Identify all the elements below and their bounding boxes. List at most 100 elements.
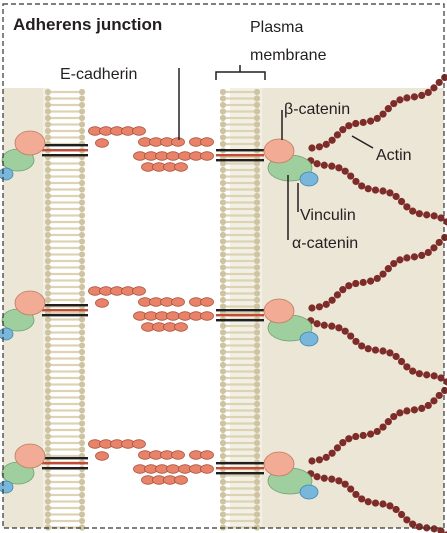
lipid-head bbox=[44, 348, 52, 356]
lipid-head bbox=[219, 231, 227, 239]
lipid-head bbox=[253, 121, 261, 128]
actin-bead bbox=[333, 291, 342, 299]
lipid-head bbox=[219, 511, 227, 518]
actin-bead bbox=[403, 407, 411, 415]
lipid-head bbox=[253, 101, 261, 109]
actin-bead bbox=[371, 499, 380, 507]
beta-catenin-label: β-catenin bbox=[284, 101, 350, 118]
lipid-head bbox=[78, 231, 86, 239]
actin-bead bbox=[308, 144, 316, 152]
actin-bead bbox=[386, 189, 394, 197]
lipid-head bbox=[44, 108, 52, 115]
e-cadherin-ectodomains bbox=[88, 439, 214, 485]
actin-bead bbox=[364, 185, 372, 193]
lipid-head bbox=[253, 192, 261, 200]
cadherin-domain bbox=[171, 297, 185, 307]
lipid-head bbox=[44, 387, 52, 395]
cadherin-transmembrane-strand bbox=[42, 309, 88, 312]
lipid-head bbox=[219, 134, 227, 141]
lipid-head bbox=[219, 95, 227, 102]
lipid-head bbox=[253, 95, 261, 102]
lipid-head bbox=[253, 186, 261, 193]
lipid-head bbox=[78, 335, 86, 343]
lipid-head bbox=[219, 251, 227, 258]
lipid-head bbox=[78, 212, 86, 219]
lipid-head bbox=[44, 179, 52, 187]
lipid-head bbox=[44, 270, 52, 278]
lipid-head bbox=[78, 413, 86, 421]
lipid-head bbox=[44, 426, 52, 434]
lipid-head bbox=[219, 485, 227, 492]
lipid-head bbox=[44, 394, 52, 401]
left-plasma-membrane bbox=[43, 88, 87, 531]
actin-bead bbox=[322, 300, 330, 308]
actin-bead bbox=[403, 203, 411, 211]
cadherin-transmembrane-strand bbox=[42, 467, 88, 470]
lipid-head bbox=[253, 140, 261, 148]
lipid-head bbox=[44, 251, 52, 258]
lipid-head bbox=[219, 439, 227, 447]
cadherin-domain bbox=[174, 322, 188, 332]
e-cadherin-ectodomains bbox=[88, 286, 214, 332]
beta-catenin bbox=[263, 138, 295, 164]
actin-bead bbox=[345, 282, 353, 290]
actin-bead bbox=[371, 186, 380, 194]
cadherin-transmembrane-strand bbox=[42, 304, 88, 307]
vinculin bbox=[0, 327, 14, 341]
lipid-head bbox=[44, 166, 52, 174]
actin-bead bbox=[366, 430, 375, 438]
lipid-head bbox=[253, 348, 261, 356]
actin-bead bbox=[386, 349, 394, 357]
lipid-head bbox=[44, 413, 52, 421]
lipid-head bbox=[219, 173, 227, 180]
lipid-head bbox=[253, 498, 261, 505]
cadherin-transmembrane-strand bbox=[42, 144, 88, 147]
lipid-head bbox=[44, 186, 52, 193]
actin-bead bbox=[410, 253, 419, 261]
actin-bead bbox=[409, 367, 417, 375]
actin-bead bbox=[347, 485, 355, 493]
lipid-head bbox=[219, 101, 227, 109]
actin-bead bbox=[313, 473, 321, 481]
actin-bead bbox=[352, 119, 360, 128]
lipid-head bbox=[44, 498, 52, 505]
lipid-head bbox=[253, 511, 261, 518]
actin-bead bbox=[430, 372, 438, 380]
lipid-head bbox=[219, 88, 227, 96]
actin-bead bbox=[315, 456, 324, 464]
vinculin bbox=[299, 331, 319, 347]
lipid-head bbox=[219, 186, 227, 193]
lipid-head bbox=[44, 439, 52, 447]
actin-bead bbox=[379, 347, 387, 355]
actin-bead bbox=[430, 212, 438, 220]
lipid-head bbox=[44, 316, 52, 323]
lipid-head bbox=[219, 517, 227, 525]
lipid-head bbox=[78, 290, 86, 297]
actin-bead bbox=[403, 363, 411, 371]
lipid-head bbox=[44, 485, 52, 492]
lipid-head bbox=[219, 212, 227, 219]
cadherin-domain bbox=[166, 464, 180, 474]
lipid-head bbox=[219, 277, 227, 284]
lipid-head bbox=[78, 517, 86, 525]
lipid-head bbox=[44, 335, 52, 343]
lipid-head bbox=[44, 491, 52, 499]
actin-bead bbox=[384, 105, 392, 113]
lipid-head bbox=[44, 504, 52, 512]
lipid-head bbox=[44, 322, 52, 330]
lipid-head bbox=[253, 264, 261, 271]
actin-bead bbox=[418, 251, 426, 260]
actin-bead bbox=[320, 161, 328, 169]
lipid-head bbox=[253, 439, 261, 447]
lipid-head bbox=[219, 290, 227, 297]
lipid-head bbox=[219, 478, 227, 486]
lipid-head bbox=[78, 329, 86, 336]
lipid-head bbox=[78, 400, 86, 408]
actin-bead bbox=[403, 254, 411, 262]
lipid-head bbox=[253, 329, 261, 336]
lipid-head bbox=[78, 277, 86, 284]
junction-1 bbox=[0, 73, 447, 226]
actin-bead bbox=[341, 480, 349, 488]
lipid-head bbox=[253, 296, 261, 304]
lipid-head bbox=[78, 121, 86, 128]
